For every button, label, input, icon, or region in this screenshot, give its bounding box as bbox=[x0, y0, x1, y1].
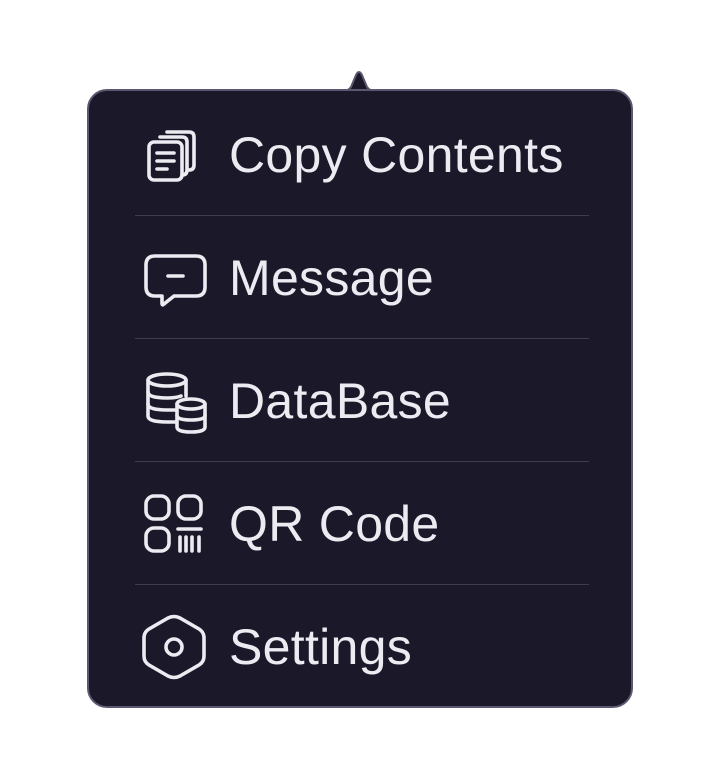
divider bbox=[135, 461, 589, 462]
menu-item-database[interactable]: DataBase bbox=[135, 356, 589, 446]
menu-item-qr-code[interactable]: QR Code bbox=[135, 479, 589, 569]
copy-icon bbox=[139, 120, 209, 190]
settings-icon bbox=[139, 612, 209, 682]
menu-item-label: DataBase bbox=[229, 373, 451, 429]
database-icon bbox=[139, 366, 209, 436]
popover-caret bbox=[326, 71, 392, 93]
menu-item-label: QR Code bbox=[229, 496, 440, 552]
menu-item-label: Message bbox=[229, 250, 434, 306]
menu-item-copy-contents[interactable]: Copy Contents bbox=[135, 110, 589, 200]
divider bbox=[135, 215, 589, 216]
divider bbox=[135, 338, 589, 339]
qr-code-icon bbox=[139, 489, 209, 559]
menu-item-label: Settings bbox=[229, 619, 413, 675]
divider bbox=[135, 584, 589, 585]
menu-item-label: Copy Contents bbox=[229, 127, 564, 183]
message-icon bbox=[139, 243, 209, 313]
menu-item-message[interactable]: Message bbox=[135, 233, 589, 323]
menu-item-settings[interactable]: Settings bbox=[135, 602, 589, 692]
context-menu: Copy Contents Message bbox=[87, 89, 633, 708]
